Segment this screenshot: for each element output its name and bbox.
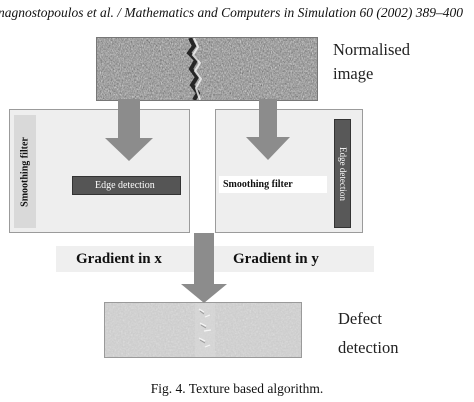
normalised-label-line2: image <box>333 64 374 83</box>
gradient-y-label: Gradient in y <box>233 251 319 267</box>
normalised-label-line1: Normalised <box>333 40 410 59</box>
normalised-image <box>96 37 318 101</box>
arrow-to-right-panel <box>246 99 290 160</box>
arrow-to-defect-detection <box>181 233 227 303</box>
defect-detection-label: Defect detection <box>338 304 398 362</box>
arrow-to-left-panel <box>105 99 153 161</box>
normalised-image-label: Normalised image <box>333 38 410 86</box>
defect-label-line2: detection <box>338 338 399 357</box>
figure-caption: Fig. 4. Texture based algorithm. <box>150 381 324 396</box>
page-header: nagnostopoulos et al. / Mathematics and … <box>0 5 463 20</box>
gradient-band <box>56 246 374 272</box>
defect-label-line1: Defect <box>338 309 382 328</box>
left-smoothing-bar <box>14 115 36 228</box>
right-smoothing-filter-bar: Smoothing filter <box>219 176 327 193</box>
left-processing-panel <box>9 109 190 233</box>
gradient-x-label: Gradient in x <box>76 251 162 267</box>
left-edge-detection-bar: Edge detection <box>72 176 181 195</box>
defect-detection-image <box>104 302 302 358</box>
right-edge-detection-bar: Edge detection <box>334 119 351 228</box>
